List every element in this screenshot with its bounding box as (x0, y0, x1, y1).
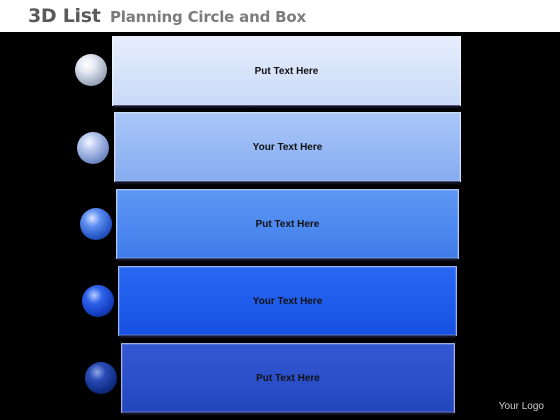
list-box-5[interactable]: Put Text Here (121, 343, 455, 416)
list-box-2-label: Your Text Here (252, 141, 323, 153)
page-subtitle: Planning Circle and Box (110, 8, 306, 26)
logo-text: Your Logo (498, 401, 544, 412)
list-box-1[interactable]: Put Text Here (112, 36, 461, 109)
diagram-canvas: Put Text Here Your Text Here Put Text He… (0, 32, 560, 420)
page-title: 3D List (28, 5, 101, 27)
list-bullet-3 (80, 208, 112, 240)
list-box-2[interactable]: Your Text Here (114, 112, 461, 185)
list-bullet-1 (75, 54, 107, 86)
list-bullet-5 (85, 362, 117, 394)
list-bullet-2 (77, 132, 109, 164)
list-box-1-label: Put Text Here (254, 65, 319, 77)
list-box-5-label: Put Text Here (256, 372, 320, 384)
list-bullet-4 (82, 285, 114, 317)
list-box-3-label: Put Text Here (255, 218, 320, 230)
header-bar: 3D List Planning Circle and Box (0, 0, 560, 32)
list-box-3[interactable]: Put Text Here (116, 189, 459, 262)
list-box-4-label: Your Text Here (252, 295, 323, 307)
list-box-4[interactable]: Your Text Here (118, 266, 457, 339)
